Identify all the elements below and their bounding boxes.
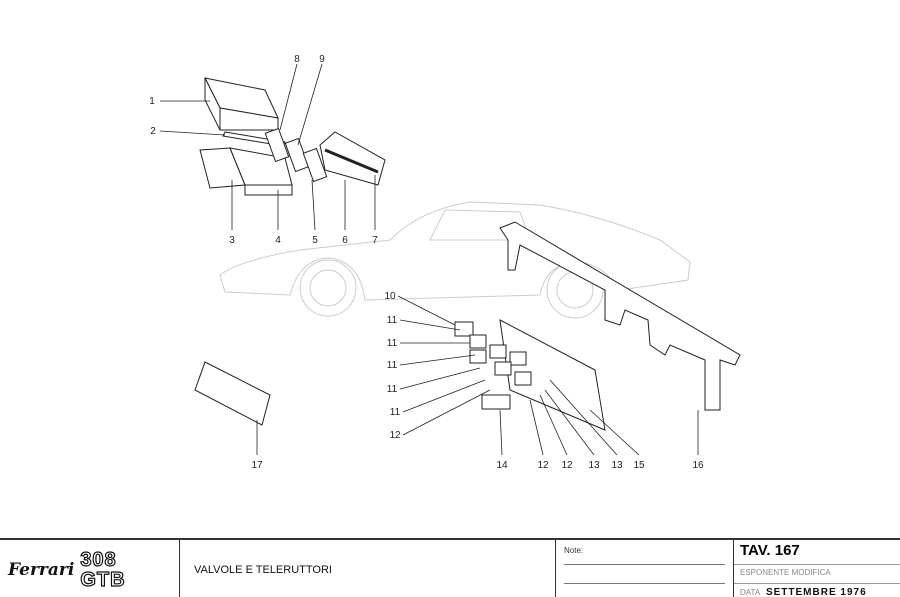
part-fuse-holder-6-7 [319, 131, 386, 186]
callout-number: 6 [342, 235, 348, 246]
sheet-info-cell: TAV. 167 ESPONENTE MODIFICA DATA SETTEMB… [734, 540, 900, 597]
notes-line [564, 565, 725, 584]
model-logo: 308 GTB [80, 548, 126, 591]
logo-cell: Ferrari 308 GTB [0, 540, 180, 597]
callout-number: 14 [496, 460, 508, 471]
part-relay-plate-15 [454, 319, 606, 431]
part-cover-1 [204, 77, 279, 131]
callout-number: 16 [692, 460, 704, 471]
callout-number: 11 [390, 407, 401, 418]
notes-line: Note: [564, 546, 725, 565]
callout-number: 4 [275, 235, 281, 246]
callout-number: 7 [372, 235, 378, 246]
callout-number: 12 [389, 430, 401, 441]
notes-label: Note: [564, 546, 584, 555]
callout-number: 12 [537, 460, 549, 471]
callout-number: 9 [319, 54, 325, 65]
callout-number: 1 [149, 96, 155, 107]
esponente-modifica: ESPONENTE MODIFICA [734, 565, 900, 584]
callout-number: 3 [229, 235, 235, 246]
part-fuses-8-9 [264, 127, 328, 183]
ferrari-logo: Ferrari [8, 559, 75, 580]
date-label: DATA [740, 588, 760, 597]
callout-number: 11 [387, 360, 398, 371]
title-block: Ferrari 308 GTB VALVOLE E TELERUTTORI No… [0, 538, 900, 597]
date-row: DATA SETTEMBRE 1976 [734, 584, 900, 597]
callout-number: 8 [294, 54, 300, 65]
part-bracket-16 [499, 221, 741, 411]
model-name: GTB [80, 568, 126, 591]
callout-number: 2 [150, 126, 156, 137]
callout-number: 17 [251, 460, 263, 471]
callout-number: 11 [387, 338, 398, 349]
notes-cell: Note: [556, 540, 734, 597]
callout-number: 13 [611, 460, 623, 471]
date-value: SETTEMBRE 1976 [765, 587, 867, 597]
callout-number: 11 [387, 384, 398, 395]
sheet-description: VALVOLE E TELERUTTORI [194, 563, 332, 576]
callout-number: 13 [588, 460, 600, 471]
callout-number: 15 [633, 460, 645, 471]
model-number: 308 [80, 548, 117, 571]
callout-number: 5 [312, 235, 318, 246]
description-cell: VALVOLE E TELERUTTORI [180, 540, 556, 597]
leader-lines [159, 63, 699, 456]
callout-number: 10 [384, 291, 396, 302]
part-cover-17 [194, 361, 271, 426]
callout-number: 11 [387, 315, 398, 326]
callout-number: 12 [561, 460, 573, 471]
table-number: TAV. 167 [734, 540, 900, 565]
